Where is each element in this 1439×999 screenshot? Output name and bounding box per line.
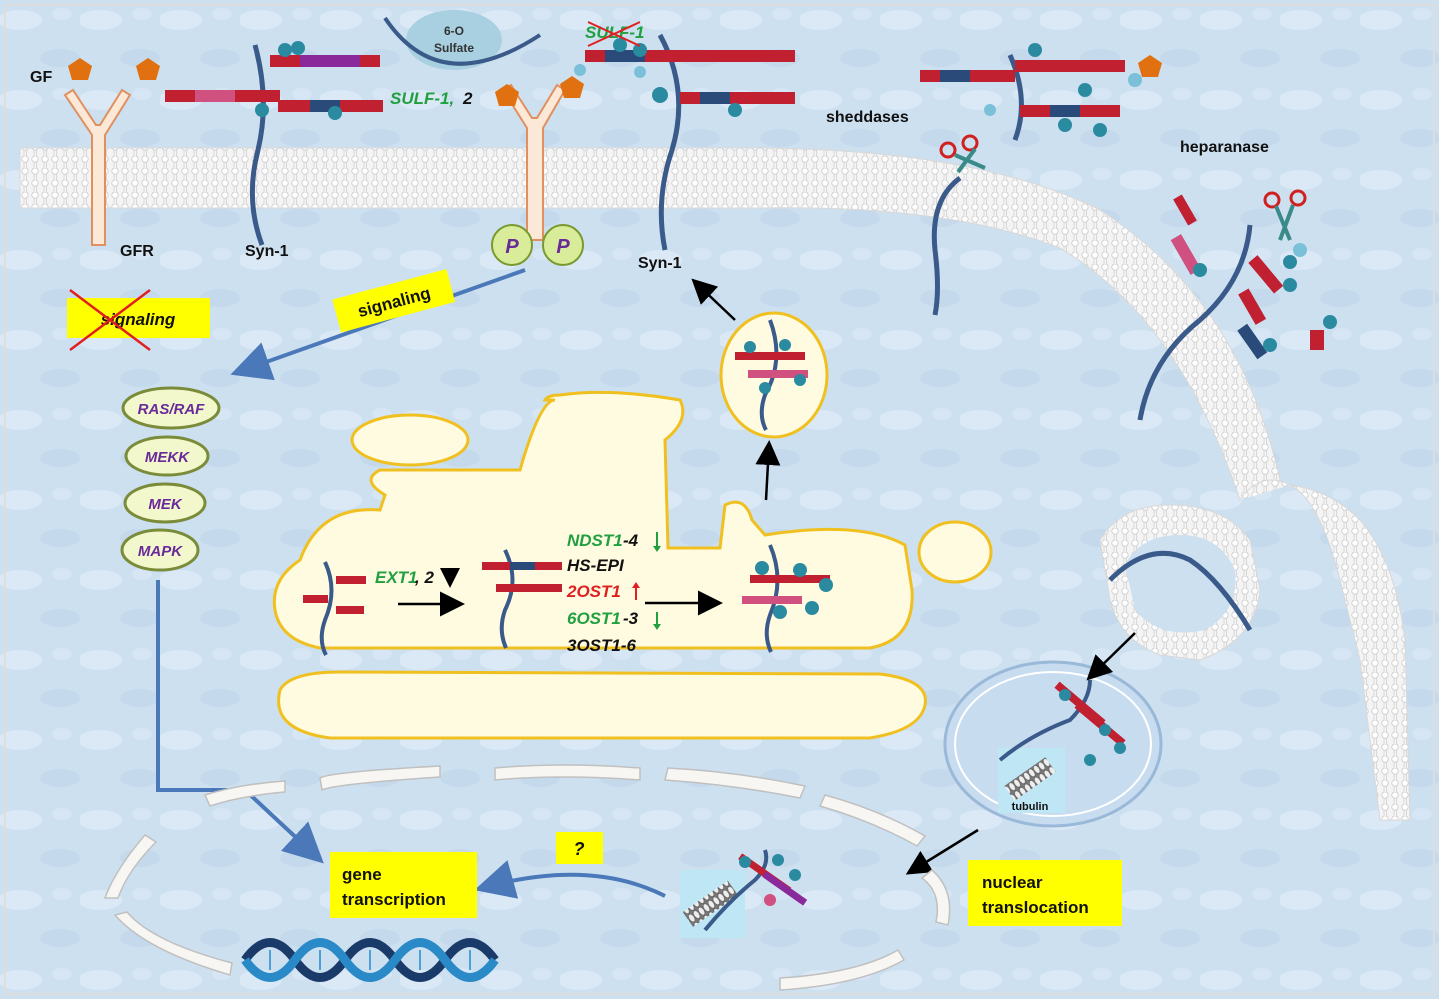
gfr-label: GFR <box>120 243 154 260</box>
nuclear-envelope <box>103 764 951 991</box>
syndecan-heparanase-cut <box>1137 224 1253 421</box>
dna-helix-icon <box>241 938 499 982</box>
microtubule-icon <box>1004 757 1056 801</box>
blocked-signaling-label: signaling <box>101 310 176 329</box>
tubulin-label: tubulin <box>1012 801 1049 813</box>
syn1-label-left: Syn-1 <box>245 243 289 260</box>
hs-chain-stage2 <box>482 562 562 592</box>
phosphate-icon <box>491 224 533 266</box>
endocytic-membrane <box>1239 479 1411 821</box>
syndecan-core-left <box>249 44 266 246</box>
ndst-num-label: -4 <box>623 531 639 550</box>
mekk-label: MEKK <box>145 449 190 466</box>
microtubule-icon <box>682 880 739 927</box>
syndecan-endosome <box>998 679 1092 762</box>
frame <box>4 4 1435 995</box>
nuclear-translocation-line1: nuclear <box>982 873 1043 892</box>
golgi-apparatus <box>272 390 993 740</box>
plasma-membrane <box>19 147 1281 501</box>
question-label: ? <box>574 839 585 859</box>
cross-line <box>69 289 151 351</box>
six-o-sulfate-bubble <box>406 10 502 70</box>
sheddases-label: sheddases <box>826 109 909 126</box>
sulf12-num-label: 2 <box>462 89 473 108</box>
nucleus-to-transcription-arrow <box>474 860 666 899</box>
ndst-gene-label: NDST1 <box>567 531 623 550</box>
p-label-1: P <box>505 236 519 258</box>
hs-chains-right <box>574 38 795 117</box>
gf-ligand <box>68 58 92 80</box>
vesicle-arrow <box>755 440 781 501</box>
gf-ligand <box>136 58 160 80</box>
hs-epi-label: HS-EPI <box>567 556 625 575</box>
up-arrow-head <box>632 582 640 588</box>
unknown-mechanism-box <box>556 832 603 864</box>
six-o-sulfate-line1: 6-O <box>444 24 464 38</box>
gf-ligand-bound <box>495 84 519 106</box>
mapk-to-nucleus-arrow <box>156 580 324 864</box>
sulf12-gene-label: SULF-1, <box>390 89 454 108</box>
gf-label: GF <box>30 69 52 86</box>
hs-chains-left <box>165 41 383 120</box>
phosphate-icon <box>542 224 584 266</box>
syndecan-in-vesicle <box>759 319 779 431</box>
endosome-inner-membrane <box>954 671 1152 817</box>
hs-chain-stage1 <box>303 576 366 614</box>
two-ost-label: 2OST1 <box>566 582 621 601</box>
ext-num-label: , 2 <box>414 568 434 587</box>
cross-line <box>587 21 641 47</box>
sulf-arc <box>383 16 542 66</box>
gf-ligand-bound <box>560 76 584 98</box>
hs-fragments-heparanase <box>1170 194 1337 360</box>
gfr-receptor-left <box>63 88 132 246</box>
six-o-sulfate-line2: Sulfate <box>434 41 474 55</box>
endocytic-pit-lumen <box>1125 535 1236 633</box>
hs-chains-vesicle <box>735 339 808 394</box>
ext-gene-label: EXT1 <box>375 568 418 587</box>
nuclear-translocation-line2: translocation <box>982 898 1089 917</box>
ras-raf-node <box>121 386 221 430</box>
heparanase-label: heparanase <box>1180 139 1269 156</box>
mek-label: MEK <box>148 496 183 513</box>
scissors-icon-sheddase <box>939 134 986 174</box>
hs-chains-shed <box>920 43 1142 137</box>
syndecan-golgi-1 <box>319 561 334 656</box>
p-label-2: P <box>556 236 570 258</box>
mapk-node <box>120 528 200 572</box>
syndecan-golgi-3 <box>764 544 780 653</box>
exocytosis-arrow <box>691 278 736 321</box>
sulf1-crossed-label: SULF-1 <box>585 23 645 42</box>
syndecan-nuclear <box>703 849 769 932</box>
syndecan-core-right <box>657 33 682 251</box>
hs-chain-stage3 <box>742 561 833 619</box>
six-ost-num-label: -3 <box>623 609 639 628</box>
gf-ligand-shed <box>1138 55 1162 77</box>
scissors-icon-heparanase <box>1263 189 1307 241</box>
gene-transcription-line2: transcription <box>342 890 446 909</box>
ras-raf-label: RAS/RAF <box>138 401 206 418</box>
down-arrow-head <box>653 624 661 630</box>
down-arrow-head <box>653 546 661 552</box>
hs-chains-endosome <box>1054 681 1126 766</box>
hs-chains-nuclear <box>738 853 808 906</box>
six-ost-gene-label: 6OST1 <box>567 609 621 628</box>
signaling-box <box>332 269 456 333</box>
syn1-label-right: Syn-1 <box>638 255 682 272</box>
three-ost-label: 3OST1-6 <box>567 636 637 655</box>
mek-node <box>123 482 207 524</box>
syndecan-cleaved-stub <box>931 175 962 316</box>
nuclear-translocation-box <box>968 860 1122 926</box>
gene-transcription-line1: gene <box>342 865 382 884</box>
syndecan-shed-ectodomain <box>1007 53 1024 141</box>
endocytosis-arrow <box>1086 632 1136 681</box>
translocation-arrow <box>905 828 979 875</box>
mapk-label: MAPK <box>138 543 183 560</box>
mekk-node <box>124 435 210 477</box>
gene-transcription-box <box>330 852 477 918</box>
syndecan-endocytosed <box>1108 550 1253 632</box>
